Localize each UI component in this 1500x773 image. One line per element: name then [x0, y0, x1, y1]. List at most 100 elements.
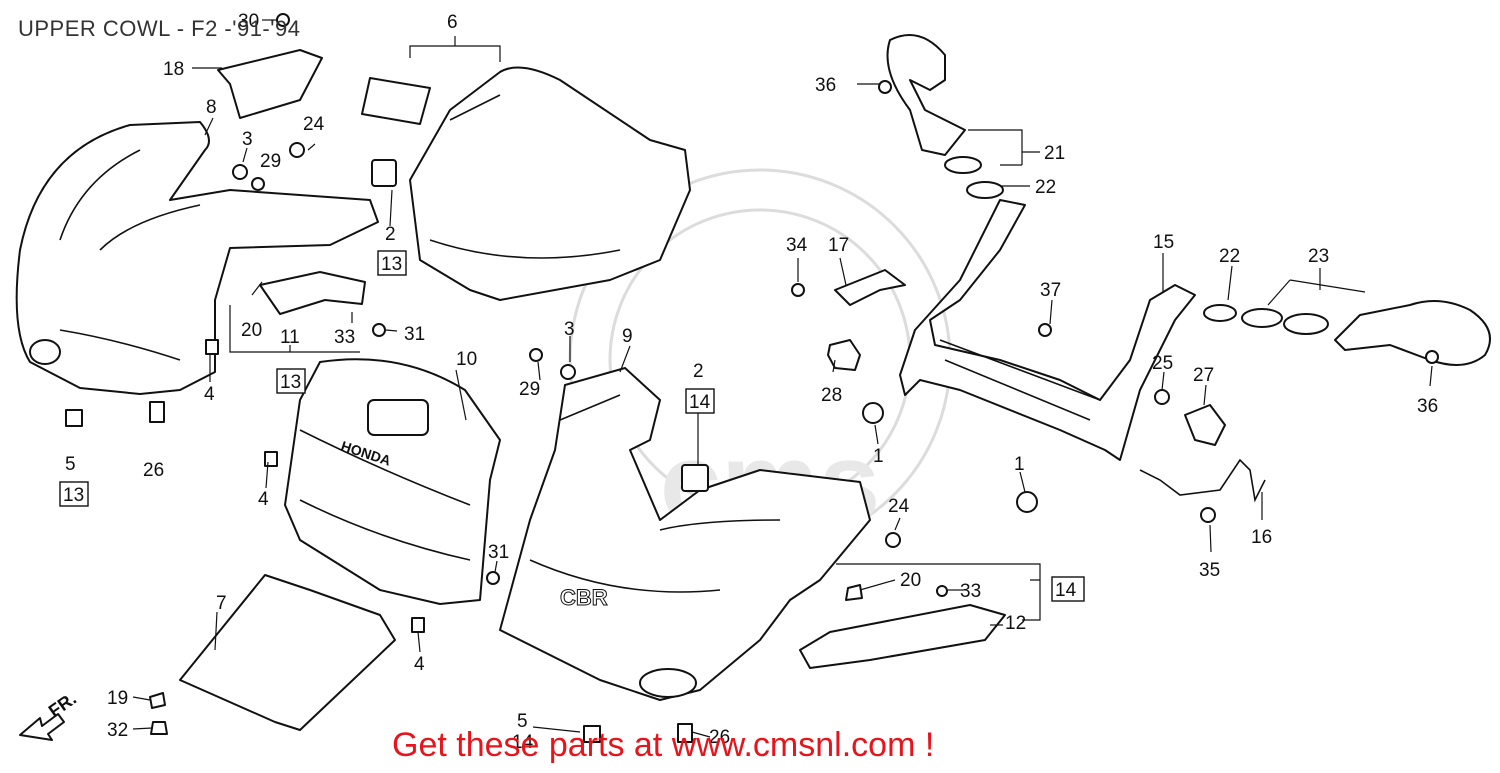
part-middle-cowl-detail: [299, 429, 471, 561]
part-nut-4-b[interactable]: [264, 451, 278, 467]
part-nut-4-a[interactable]: [205, 339, 219, 355]
label-27: 27: [1193, 365, 1214, 386]
part-bracket-17[interactable]: [834, 269, 906, 306]
hardware-group: [65, 13, 1439, 743]
part-right-mirror[interactable]: [1334, 300, 1491, 366]
part-lower-panel-7[interactable]: [179, 574, 396, 731]
label-19: 19: [107, 688, 128, 709]
label-14-a: 14: [689, 392, 711, 413]
label-12: 12: [1005, 613, 1026, 634]
part-nut-26-a[interactable]: [149, 401, 165, 423]
part-gasket-21[interactable]: [944, 156, 982, 174]
part-bolt-29-a[interactable]: [251, 177, 265, 191]
part-cowl-stay[interactable]: [899, 199, 1196, 461]
label-21: 21: [1044, 143, 1065, 164]
label-10: 10: [456, 349, 477, 370]
part-clamp-27[interactable]: [1184, 404, 1226, 446]
label-18: 18: [163, 59, 184, 80]
part-middle-cowl[interactable]: [284, 358, 501, 605]
part-gasket-23-b[interactable]: [1283, 313, 1329, 335]
part-bolt-36-a[interactable]: [878, 80, 892, 94]
part-left-mirror[interactable]: [886, 34, 966, 156]
label-5-a: 5: [65, 454, 76, 475]
part-bolt-37[interactable]: [1038, 323, 1052, 337]
part-screw-31-a[interactable]: [372, 323, 386, 337]
label-26-a: 26: [143, 460, 164, 481]
part-plate-22-b[interactable]: [1203, 304, 1237, 322]
callout-labels: 6 30 18 8 24 3 29 2 13 20 11 33 31 13 4 …: [63, 11, 1438, 753]
part-nut-26-b[interactable]: [677, 723, 693, 743]
part-screw-24-a[interactable]: [289, 142, 305, 158]
part-caution-label[interactable]: [361, 77, 431, 125]
part-pad-20-b[interactable]: [845, 584, 863, 601]
page-title: UPPER COWL - F2 -'91-'94: [18, 16, 301, 41]
footer-link[interactable]: Get these parts at www.cmsnl.com !: [392, 726, 935, 764]
part-bolt-35[interactable]: [1200, 507, 1216, 523]
part-middle-cowl-vent: [367, 399, 429, 436]
part-clip-19[interactable]: [149, 692, 166, 709]
label-31-b: 31: [488, 542, 509, 563]
part-gasket-23-a[interactable]: [1241, 308, 1283, 328]
part-left-upper-cowl[interactable]: [15, 121, 379, 395]
label-28: 28: [821, 385, 842, 406]
label-2-a: 2: [385, 224, 396, 245]
part-clip-2-lower[interactable]: [681, 464, 709, 492]
label-36-a: 36: [815, 75, 836, 96]
part-grommet-28[interactable]: [827, 339, 861, 371]
direction-label: FR.: [45, 688, 80, 721]
label-13-b: 13: [280, 372, 301, 393]
part-wire-16[interactable]: [1139, 458, 1266, 503]
label-2-b: 2: [693, 361, 704, 382]
label-7: 7: [216, 593, 227, 614]
part-nut-25[interactable]: [1154, 389, 1170, 405]
part-right-cowl-duct: [639, 668, 697, 698]
label-3-b: 3: [564, 319, 575, 340]
part-nut-4-c[interactable]: [411, 617, 425, 633]
label-9: 9: [622, 326, 633, 347]
part-windscreen[interactable]: [409, 66, 691, 301]
label-4-c: 4: [414, 654, 425, 675]
part-left-cowl-detail: [59, 149, 201, 361]
front-direction-arrow: FR.: [19, 688, 80, 741]
label-4-b: 4: [258, 489, 269, 510]
part-bracket-18[interactable]: [217, 49, 323, 119]
label-1-b: 1: [1014, 454, 1025, 475]
label-37: 37: [1040, 280, 1061, 301]
label-1-a: 1: [873, 446, 884, 467]
label-22-a: 22: [1035, 177, 1056, 198]
part-nut-3-a[interactable]: [232, 164, 248, 180]
label-13-a: 13: [381, 254, 402, 275]
label-16: 16: [1251, 527, 1272, 548]
part-clip-2-upper[interactable]: [371, 159, 397, 187]
label-4-a: 4: [204, 384, 215, 405]
label-29-b: 29: [519, 379, 540, 400]
label-29-a: 29: [260, 151, 281, 172]
part-clip-5-a[interactable]: [65, 409, 83, 427]
label-24-a: 24: [303, 114, 325, 135]
label-5-b: 5: [517, 711, 528, 732]
part-right-upper-cowl[interactable]: [499, 367, 871, 701]
label-33-a: 33: [334, 327, 355, 348]
label-26-b: 26: [709, 727, 730, 748]
label-14-c: 14: [1055, 580, 1077, 601]
part-bolt-34[interactable]: [791, 283, 805, 297]
part-rubber-1-b[interactable]: [1016, 491, 1038, 513]
label-24-b: 24: [888, 496, 910, 517]
part-nut-3-b[interactable]: [560, 364, 576, 380]
part-bolt-29-b[interactable]: [529, 348, 543, 362]
label-33-b: 33: [960, 581, 981, 602]
part-plate-22-a[interactable]: [966, 181, 1004, 199]
part-clip-32[interactable]: [150, 721, 168, 735]
part-screw-31-b[interactable]: [486, 571, 500, 585]
label-32: 32: [107, 720, 128, 741]
part-windscreen-detail: [429, 94, 621, 259]
part-clip-5-b[interactable]: [583, 725, 601, 743]
part-inner-panel-11[interactable]: [259, 271, 366, 315]
label-6: 6: [447, 12, 458, 33]
part-inner-panel-12[interactable]: [799, 604, 1006, 669]
part-screw-24-b[interactable]: [885, 532, 901, 548]
part-screw-33-b[interactable]: [936, 585, 948, 597]
part-bolt-36-b[interactable]: [1425, 350, 1439, 364]
part-rubber-1-a[interactable]: [862, 402, 884, 424]
